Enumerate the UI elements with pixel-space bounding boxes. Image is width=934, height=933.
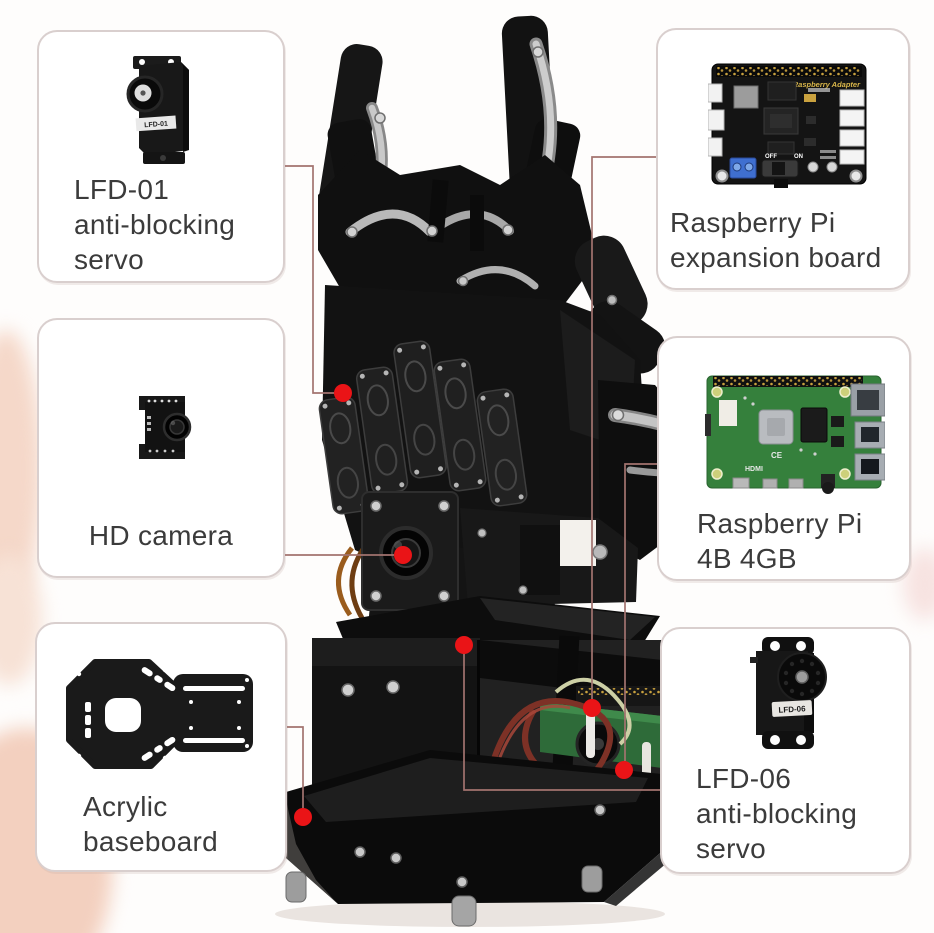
callout-card-acrylic-baseboard: Acrylic baseboard [35, 622, 287, 872]
callout-label-line: baseboard [83, 826, 219, 857]
pi-hdmi-silkscreen: HDMI [745, 466, 763, 473]
base-foot [581, 865, 603, 893]
callout-label-line: servo [74, 244, 144, 275]
callout-label-line: servo [696, 833, 766, 864]
base-foot [285, 871, 307, 903]
acrylic-baseboard-image [66, 659, 253, 769]
acrylic-base-plate [285, 750, 668, 927]
callout-label-line: Raspberry Pi [670, 207, 836, 238]
callout-card-hd-camera: HD camera [37, 318, 285, 578]
base-foot [451, 895, 477, 927]
callout-label-line: expansion board [670, 242, 882, 273]
callout-label-line: LFD-06 [696, 763, 792, 794]
callout-label-line: HD camera [88, 520, 234, 551]
rpi-expansion-board-image: Raspberry Adapter OFF ON [708, 63, 867, 188]
hd-camera-image [139, 396, 192, 459]
callout-label-line: anti-blocking [74, 209, 236, 240]
callout-label-line: 4B 4GB [697, 543, 797, 574]
switch-on-label: ON [794, 154, 803, 160]
callout-card-lfd06-servo: LFD-06 LFD-06 anti-blocking servo [660, 627, 911, 874]
callout-card-lfd01-servo: LFD-01 LFD-01 anti-blocking servo [37, 30, 285, 283]
lfd01-servo-image: LFD-01 [126, 56, 189, 164]
switch-off-label: OFF [765, 154, 777, 160]
callout-card-rpi-expansion-board: Raspberry Adapter OFF ON [656, 28, 910, 290]
callout-card-rpi-4b: CE HDMI Raspberry Pi 4B 4GB [657, 336, 911, 581]
lfd06-sticker-text: LFD-06 [778, 704, 806, 714]
pi-ce-mark: CE [771, 451, 783, 460]
palm-finger-servos [318, 340, 528, 515]
callout-label-line: Acrylic [83, 791, 168, 822]
expansion-silkscreen-title: Raspberry Adapter [793, 80, 861, 89]
callout-label-line: Raspberry Pi [697, 508, 863, 539]
rpi-4b-image: CE HDMI [705, 375, 885, 494]
lfd01-sticker-text: LFD-01 [144, 121, 168, 130]
callout-label-line: anti-blocking [696, 798, 858, 829]
lfd06-servo-image: LFD-06 [750, 637, 827, 749]
callout-label-line: LFD-01 [74, 174, 170, 205]
